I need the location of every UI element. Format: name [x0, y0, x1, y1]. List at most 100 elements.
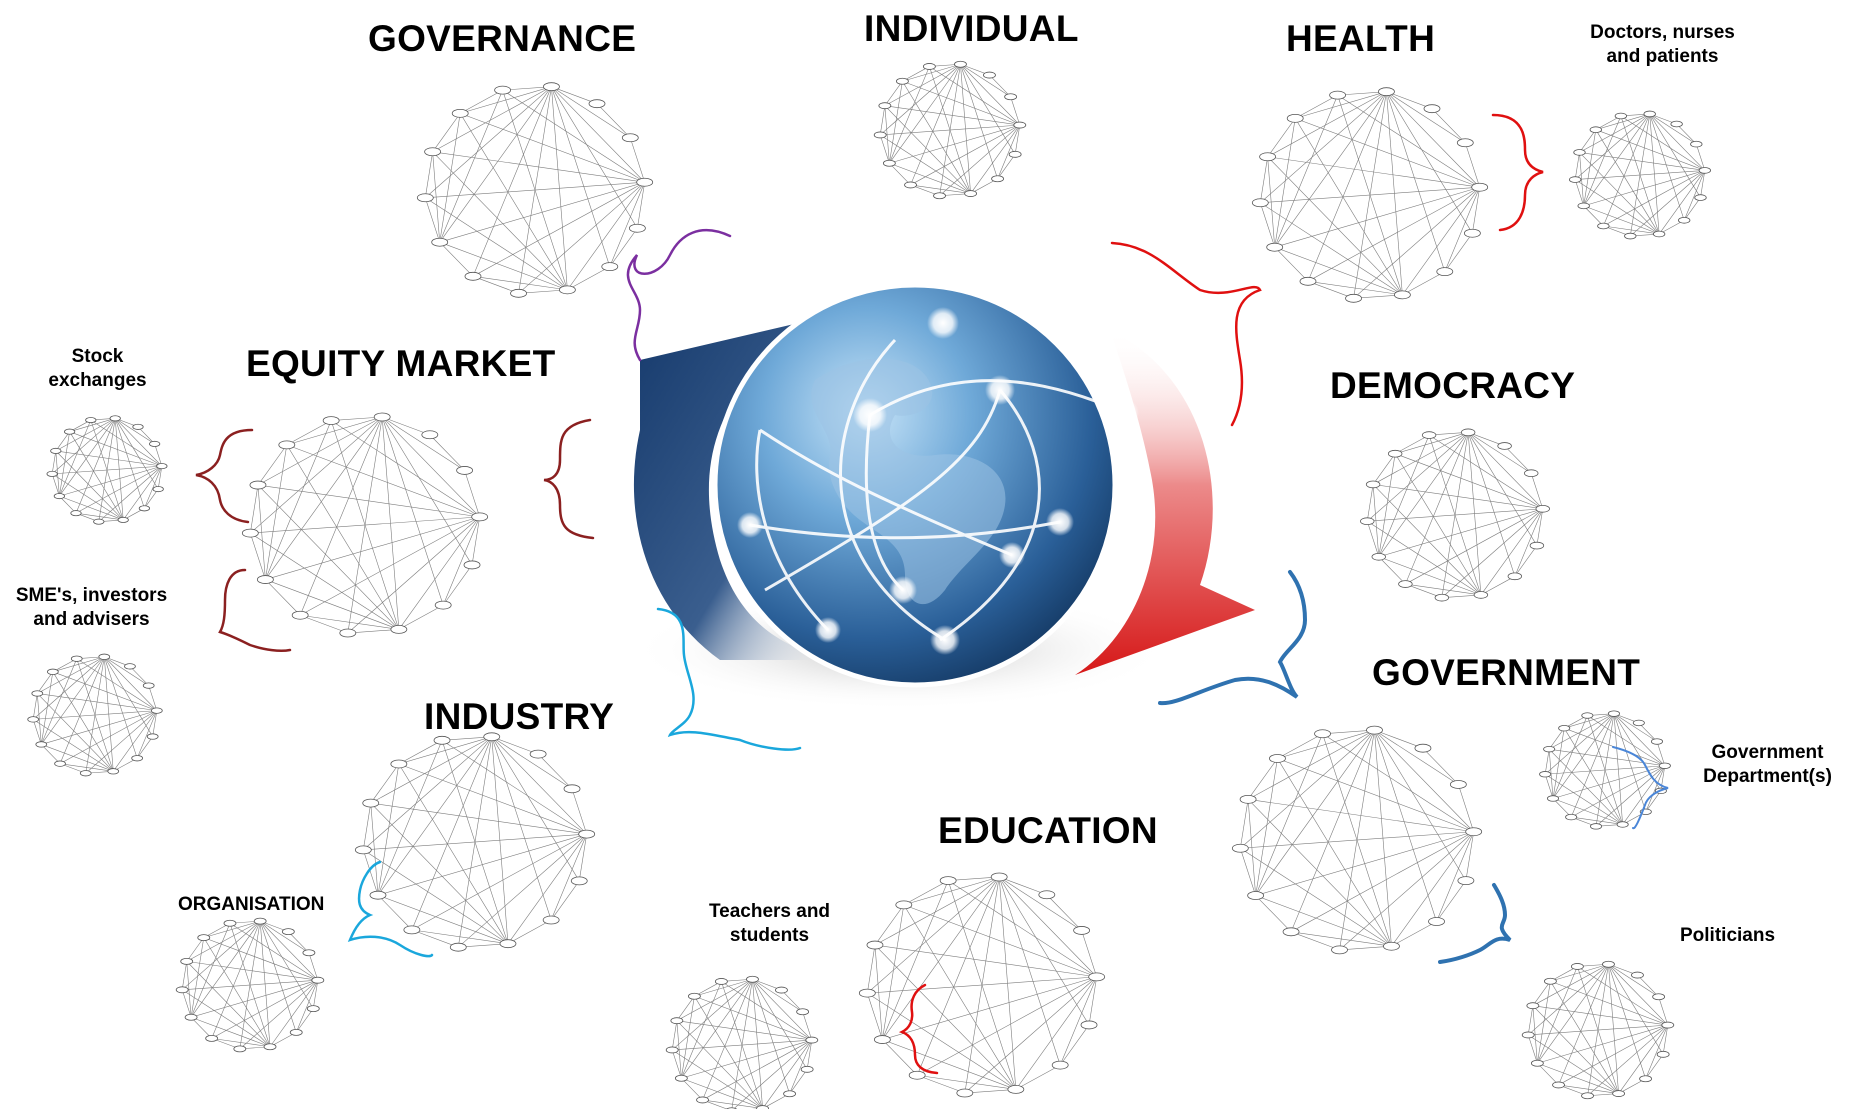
network-node [629, 224, 645, 232]
network-edge [1650, 114, 1684, 220]
health-network [1252, 88, 1487, 303]
network-edge [250, 485, 258, 533]
network-node [257, 576, 273, 584]
network-edge [265, 421, 331, 580]
network-edge [721, 981, 762, 1108]
network-edge [1240, 799, 1248, 848]
network-node [1383, 942, 1399, 950]
network-node [1574, 150, 1586, 156]
network-node [1260, 153, 1276, 161]
network-node [157, 464, 167, 469]
network-node [1014, 122, 1026, 128]
section-equity-market-label: EQUITY MARKET [246, 345, 556, 382]
sme-investors-advisers-label: SME's, investors and advisers [4, 584, 179, 632]
network-edge [1528, 1006, 1533, 1035]
network-edge [971, 125, 1020, 193]
network-edge [948, 881, 1016, 1090]
network-edge [882, 905, 903, 1040]
network-edge [1659, 997, 1668, 1025]
network-edge [433, 87, 552, 152]
network-edge [399, 764, 508, 944]
network-node [1074, 926, 1090, 934]
network-node [264, 1044, 276, 1050]
network-edge [1323, 734, 1392, 946]
network-edge [551, 87, 630, 138]
section-education-label: EDUCATION [938, 812, 1158, 849]
network-node [51, 448, 61, 453]
network-edge [1379, 557, 1481, 595]
network-edge [258, 417, 382, 485]
network-node [1569, 177, 1581, 183]
network-node [457, 466, 473, 474]
network-node [746, 976, 758, 982]
network-edge [425, 87, 551, 198]
stock-exchanges-label: Stock exchanges [30, 345, 165, 393]
network-edge [1295, 95, 1337, 118]
network-edge [288, 932, 309, 953]
network-node [1544, 978, 1556, 984]
network-edge [1367, 521, 1379, 557]
network-node [1283, 928, 1299, 936]
network-edge [473, 276, 567, 290]
equity-market-network [242, 413, 487, 637]
network-edge [1016, 1065, 1060, 1089]
network-edge [309, 953, 318, 980]
network-edge [999, 877, 1060, 1065]
network-node [370, 891, 386, 899]
network-node [1540, 771, 1551, 777]
network-edge [1531, 473, 1543, 509]
network-node [923, 63, 935, 69]
network-node [435, 601, 451, 609]
network-node [1544, 746, 1555, 752]
network-edge [250, 417, 382, 533]
network-edge [399, 517, 480, 630]
network-edge [538, 754, 572, 789]
network-node [797, 1009, 809, 1015]
network-edge [250, 533, 265, 579]
network-edge [130, 666, 149, 685]
network-node [94, 519, 104, 524]
network-node [1300, 277, 1316, 285]
network-edge [1354, 187, 1480, 298]
network-edge [492, 737, 580, 881]
network-node [355, 846, 371, 854]
network-edge [191, 1017, 212, 1038]
gov-dept-line-2: Department(s) [1690, 765, 1845, 789]
network-edge [889, 81, 902, 163]
network-node [1566, 814, 1577, 820]
network-edge [880, 106, 885, 135]
network-edge [875, 877, 999, 945]
network-edge [1608, 964, 1658, 997]
network-edge [1248, 730, 1374, 799]
network-edge [1367, 484, 1373, 521]
network-edge [91, 420, 123, 520]
network-node [1424, 105, 1440, 113]
network-edge [1277, 758, 1391, 946]
network-node [139, 506, 149, 511]
network-edge [187, 961, 318, 980]
network-edge [597, 104, 630, 138]
network-node [1631, 972, 1643, 978]
network-edge [41, 672, 53, 745]
network-edge [503, 90, 568, 290]
network-edge [681, 981, 721, 1078]
network-edge [1374, 730, 1458, 784]
network-edge [433, 152, 568, 290]
network-node [1330, 91, 1346, 99]
network-node [1461, 429, 1475, 436]
network-node [1527, 1003, 1539, 1009]
network-edge [153, 711, 157, 737]
network-edge [904, 905, 1097, 977]
network-edge [551, 87, 609, 267]
network-edge [191, 923, 230, 1017]
network-edge [1587, 716, 1622, 825]
network-node [896, 901, 912, 909]
network-node [1691, 141, 1703, 147]
network-node [715, 978, 727, 984]
network-edge [1580, 152, 1660, 234]
network-edge [1268, 157, 1480, 187]
network-edge [115, 418, 144, 508]
network-node [543, 83, 559, 91]
network-node [28, 717, 39, 722]
network-edge [1260, 92, 1386, 203]
